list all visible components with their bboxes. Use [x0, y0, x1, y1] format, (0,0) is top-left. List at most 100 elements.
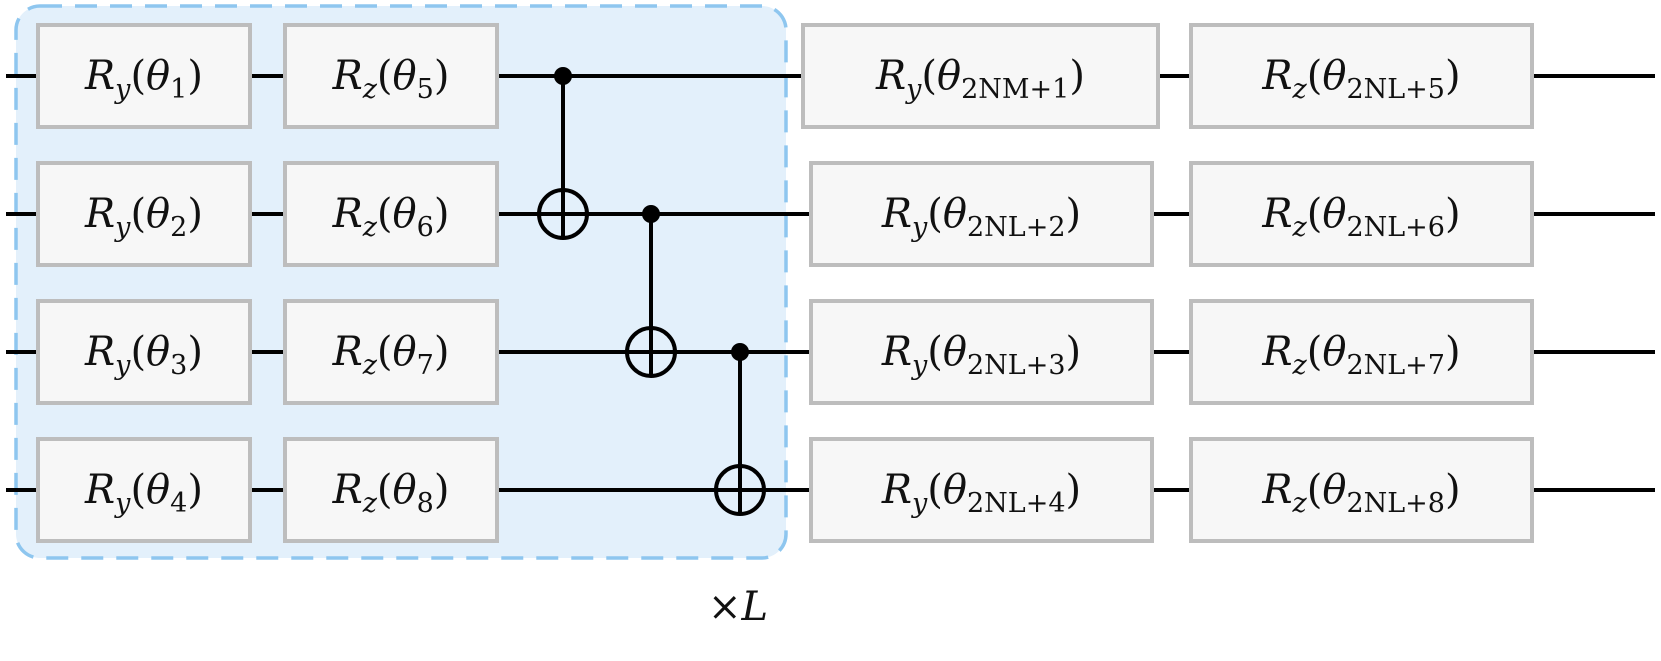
gate-box — [809, 299, 1154, 405]
gate-open-paren: ( — [927, 191, 943, 237]
gate-param-index: 2NL+5 — [1346, 74, 1445, 105]
gate-op-symbol: R — [84, 329, 115, 375]
gate-axis-subscript: z — [362, 74, 378, 105]
gate-ry-q4-c3: Ry(θ2NL+4) — [809, 437, 1154, 543]
gate-axis-subscript: y — [911, 212, 928, 243]
gate-param-index: 2NL+8 — [1346, 488, 1445, 519]
gate-close-paren: ) — [434, 329, 450, 375]
gate-open-paren: ( — [377, 467, 393, 513]
gate-label: Rz(θ2NL+7) — [1261, 329, 1460, 381]
gate-axis-subscript: y — [114, 212, 131, 243]
gate-op-symbol: R — [84, 53, 115, 99]
gate-param-index: 5 — [417, 74, 434, 105]
gate-open-paren: ( — [921, 53, 937, 99]
gate-close-paren: ) — [187, 467, 203, 513]
gate-op-symbol: R — [881, 467, 912, 513]
gate-close-paren: ) — [434, 191, 450, 237]
gate-param-symbol: θ — [146, 191, 170, 237]
gate-box — [36, 161, 252, 267]
gate-op-symbol: R — [881, 191, 912, 237]
gate-axis-subscript: y — [114, 74, 131, 105]
cnot-gate-1 — [537, 67, 589, 240]
gate-label: Rz(θ5) — [332, 53, 450, 105]
gate-open-paren: ( — [130, 329, 146, 375]
gate-axis-subscript: y — [114, 488, 131, 519]
gate-axis-subscript: z — [362, 212, 378, 243]
gate-param-symbol: θ — [1322, 53, 1346, 99]
gate-op-symbol: R — [332, 191, 363, 237]
gate-box — [809, 437, 1154, 543]
gate-close-paren: ) — [434, 467, 450, 513]
gate-label: Ry(θ2NL+4) — [881, 467, 1081, 519]
gate-box — [36, 437, 252, 543]
gate-box — [801, 23, 1160, 129]
gate-open-paren: ( — [130, 191, 146, 237]
gate-label: Rz(θ6) — [332, 191, 450, 243]
gate-param-index: 8 — [417, 488, 434, 519]
gate-op-symbol: R — [881, 329, 912, 375]
gate-label: Ry(θ4) — [84, 467, 203, 519]
gate-label: Ry(θ3) — [84, 329, 203, 381]
gate-op-symbol: R — [1261, 467, 1292, 513]
gate-ry-q1-c1: Ry(θ1) — [36, 23, 252, 129]
gate-param-index: 2 — [170, 212, 187, 243]
gate-open-paren: ( — [377, 329, 393, 375]
gate-param-symbol: θ — [393, 467, 417, 513]
gate-param-symbol: θ — [937, 53, 961, 99]
gate-rz-q1-c4: Rz(θ2NL+5) — [1189, 23, 1534, 129]
gate-box — [1189, 299, 1534, 405]
gate-ry-q3-c3: Ry(θ2NL+3) — [809, 299, 1154, 405]
gate-param-symbol: θ — [943, 191, 967, 237]
repeated-layer-block — [14, 4, 788, 560]
gate-param-index: 2NL+4 — [967, 488, 1066, 519]
repeat-count-label: ×L — [708, 584, 768, 630]
cnot-gate-3 — [714, 343, 766, 516]
gate-box — [283, 161, 499, 267]
gate-param-symbol: θ — [146, 467, 170, 513]
gate-rz-q1-c2: Rz(θ5) — [283, 23, 499, 129]
gate-ry-q1-c3: Ry(θ2NM+1) — [801, 23, 1160, 129]
gate-op-symbol: R — [84, 467, 115, 513]
gate-label: Rz(θ2NL+6) — [1261, 191, 1460, 243]
gate-close-paren: ) — [187, 329, 203, 375]
repeat-variable: L — [741, 584, 769, 630]
cnot-gate-2 — [625, 205, 677, 378]
gate-param-symbol: θ — [1322, 191, 1346, 237]
gate-param-index: 2NL+6 — [1346, 212, 1445, 243]
gate-axis-subscript: y — [905, 74, 922, 105]
gate-param-index: 3 — [170, 350, 187, 381]
gate-label: Rz(θ2NL+8) — [1261, 467, 1460, 519]
gate-axis-subscript: y — [114, 350, 131, 381]
gate-rz-q2-c2: Rz(θ6) — [283, 161, 499, 267]
gate-param-index: 1 — [170, 74, 187, 105]
gate-param-symbol: θ — [393, 53, 417, 99]
gate-label: Ry(θ2NM+1) — [875, 53, 1085, 105]
gate-close-paren: ) — [1066, 329, 1082, 375]
gate-close-paren: ) — [1066, 191, 1082, 237]
gate-open-paren: ( — [1307, 329, 1323, 375]
gate-param-index: 4 — [170, 488, 187, 519]
gate-label: Rz(θ8) — [332, 467, 450, 519]
gate-box — [1189, 437, 1534, 543]
gate-param-symbol: θ — [943, 329, 967, 375]
gate-close-paren: ) — [187, 53, 203, 99]
gate-param-symbol: θ — [943, 467, 967, 513]
gate-axis-subscript: z — [362, 488, 378, 519]
gate-param-symbol: θ — [146, 329, 170, 375]
gate-open-paren: ( — [927, 467, 943, 513]
gate-close-paren: ) — [1445, 467, 1461, 513]
rotation-gates: Ry(θ1)Rz(θ5)Ry(θ2NM+1)Rz(θ2NL+5)Ry(θ2)Rz… — [36, 23, 1534, 543]
gate-op-symbol: R — [84, 191, 115, 237]
gate-close-paren: ) — [1066, 467, 1082, 513]
gate-box — [283, 299, 499, 405]
gate-rz-q3-c2: Rz(θ7) — [283, 299, 499, 405]
gate-label: Ry(θ1) — [84, 53, 203, 105]
gate-box — [809, 161, 1154, 267]
gate-param-index: 7 — [417, 350, 434, 381]
gate-ry-q2-c1: Ry(θ2) — [36, 161, 252, 267]
gate-ry-q3-c1: Ry(θ3) — [36, 299, 252, 405]
gate-param-index: 2NL+2 — [967, 212, 1066, 243]
gate-box — [36, 23, 252, 129]
gate-param-index: 2NL+3 — [967, 350, 1066, 381]
gate-op-symbol: R — [1261, 329, 1292, 375]
